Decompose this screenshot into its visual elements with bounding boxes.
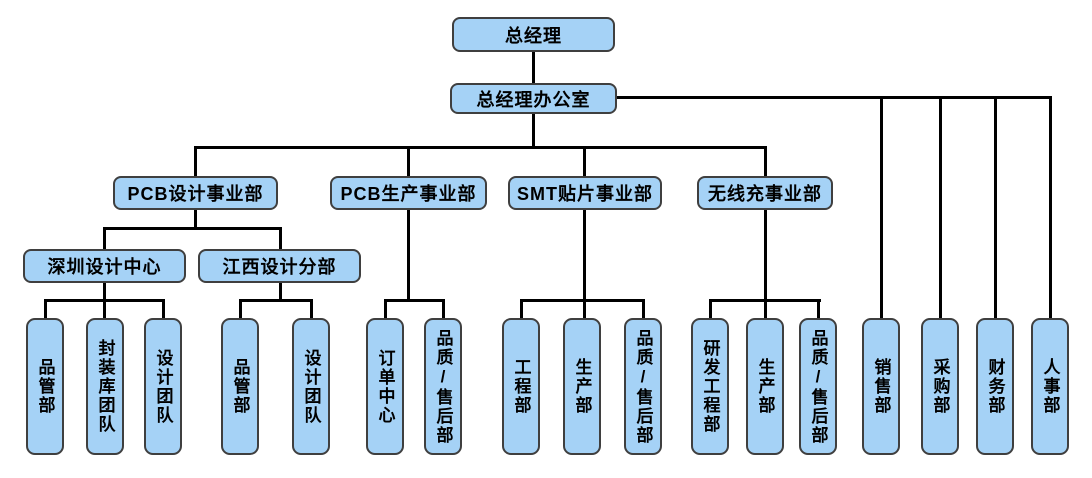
org-node-sz-design-team: 设计团队 (144, 318, 182, 455)
org-node-sales-dept: 销售部 (862, 318, 900, 455)
connector-line (407, 146, 410, 176)
connector-line (1049, 96, 1052, 318)
org-node-jx-quality-dept: 品管部 (221, 318, 259, 455)
connector-line (642, 299, 645, 318)
org-node-wl-production-dept: 生产部 (746, 318, 784, 455)
connector-line (583, 146, 586, 176)
org-node-hr-dept: 人事部 (1031, 318, 1069, 455)
connector-line (279, 227, 282, 249)
connector-line (162, 299, 165, 318)
org-node-wireless-charging-division: 无线充事业部 (697, 176, 833, 210)
org-node-smt-division: SMT贴片事业部 (508, 176, 662, 210)
connector-line (194, 146, 767, 149)
connector-line (532, 114, 535, 149)
org-node-wl-quality-aftersales-dept: 品质/售后部 (799, 318, 837, 455)
org-node-gm-office: 总经理办公室 (450, 83, 617, 114)
org-node-smt-engineering-dept: 工程部 (502, 318, 540, 455)
org-node-purchasing-dept: 采购部 (921, 318, 959, 455)
connector-line (532, 52, 535, 83)
connector-line (880, 96, 883, 318)
connector-line (194, 146, 197, 176)
connector-line (709, 299, 712, 318)
connector-line (442, 299, 445, 318)
org-node-order-center: 订单中心 (366, 318, 404, 455)
connector-line (103, 227, 106, 249)
org-node-sz-package-lib-team: 封装库团队 (86, 318, 124, 455)
org-node-general-manager: 总经理 (452, 17, 615, 52)
connector-line (994, 96, 997, 318)
connector-line (764, 146, 767, 176)
connector-line (617, 96, 1052, 99)
org-node-smt-production-dept: 生产部 (563, 318, 601, 455)
connector-line (239, 299, 242, 318)
connector-line (520, 299, 523, 318)
connector-line (939, 96, 942, 318)
org-node-finance-dept: 财务部 (976, 318, 1014, 455)
connector-line (817, 299, 820, 318)
connector-line (279, 283, 282, 301)
connector-line (709, 299, 821, 302)
org-node-smt-quality-aftersales-dept: 品质/售后部 (624, 318, 662, 455)
org-node-shenzhen-design-center: 深圳设计中心 (23, 249, 186, 283)
connector-line (310, 299, 313, 318)
connector-line (239, 299, 313, 302)
connector-line (44, 299, 47, 318)
org-node-jx-design-team: 设计团队 (292, 318, 330, 455)
connector-line (384, 299, 387, 318)
connector-line (194, 210, 197, 229)
org-node-pcb-quality-aftersales-dept: 品质/售后部 (424, 318, 462, 455)
org-node-jiangxi-design-branch: 江西设计分部 (198, 249, 361, 283)
connector-line (44, 299, 165, 302)
org-node-rd-engineering-dept: 研发工程部 (691, 318, 729, 455)
connector-line (583, 210, 586, 318)
org-node-sz-quality-dept: 品管部 (26, 318, 64, 455)
connector-line (384, 299, 445, 302)
connector-line (103, 227, 282, 230)
org-node-pcb-production-division: PCB生产事业部 (330, 176, 487, 210)
connector-line (764, 210, 767, 318)
org-node-pcb-design-division: PCB设计事业部 (113, 176, 278, 210)
connector-line (407, 210, 410, 301)
connector-line (520, 299, 645, 302)
